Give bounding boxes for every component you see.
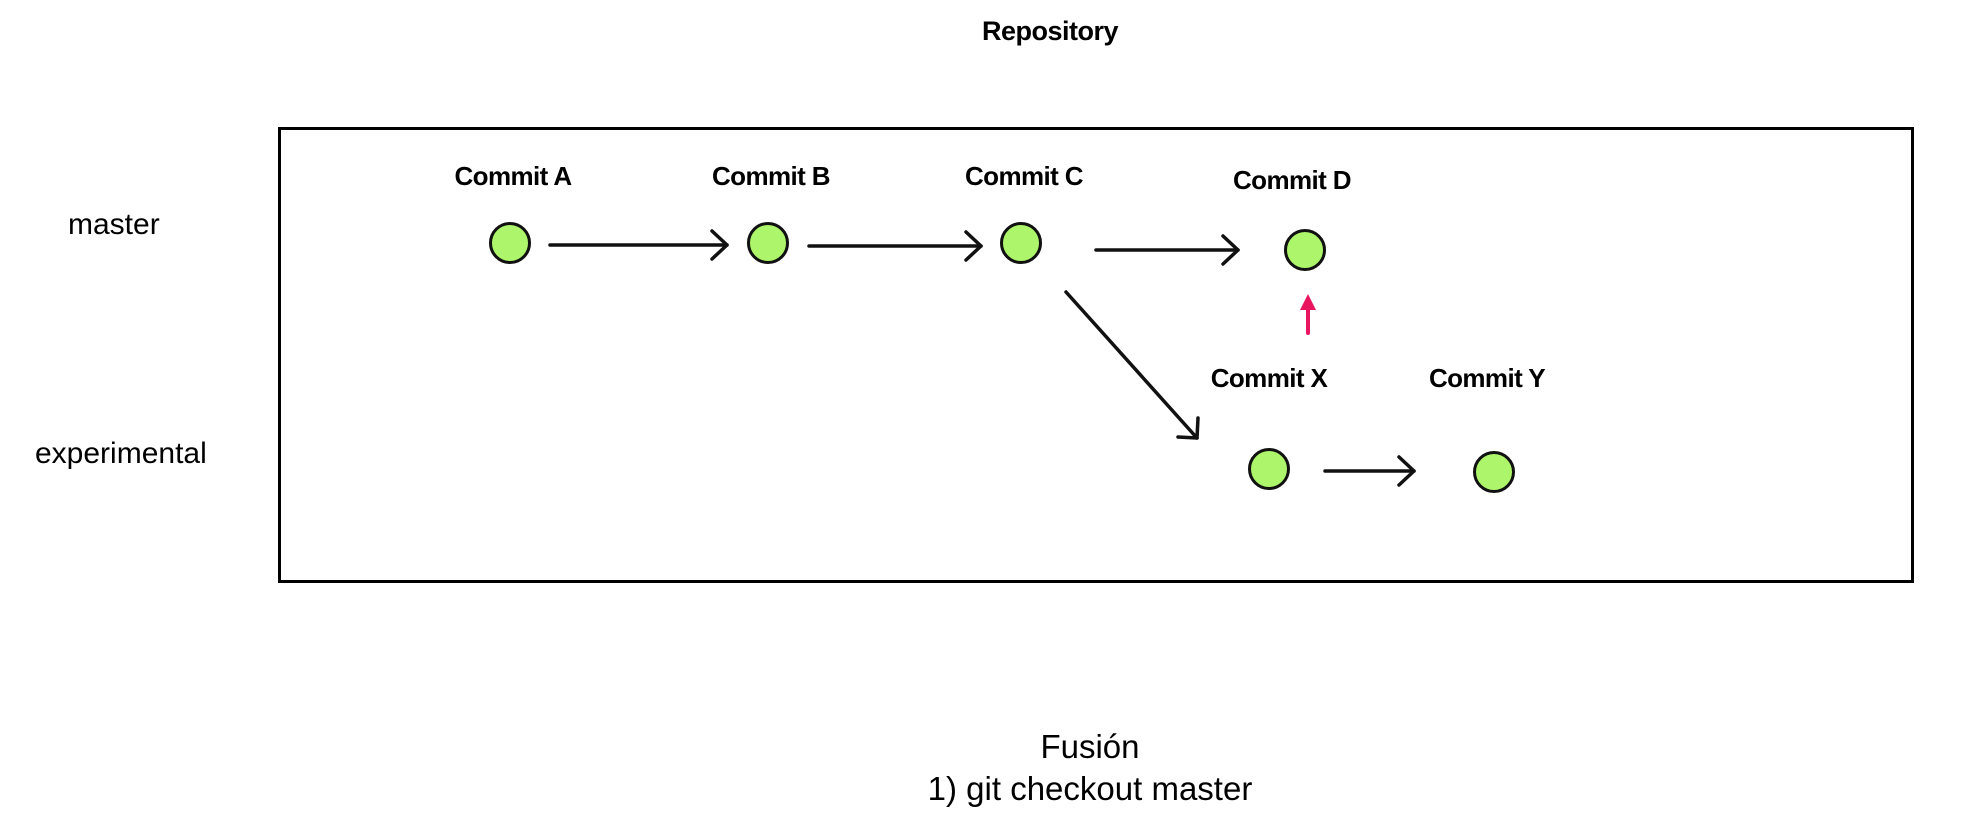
branch-label-experimental: experimental [35, 437, 207, 470]
commit-node-d [1284, 229, 1326, 271]
commit-node-y [1473, 451, 1515, 493]
branch-label-master: master [68, 208, 160, 241]
commit-node-a [489, 222, 531, 264]
commit-node-b [747, 222, 789, 264]
edge-b-to-c-head [964, 230, 983, 262]
commit-label-c: Commit C [965, 161, 1084, 191]
caption: Fusión 1) git checkout master [0, 726, 1978, 810]
commit-label-d: Commit D [1233, 165, 1352, 195]
head-pointer-arrow [1300, 294, 1316, 335]
edge-c-to-x-head [1176, 416, 1200, 440]
edge-c-to-x [1064, 290, 1199, 440]
caption-title: Fusión [1040, 728, 1140, 765]
edge-a-to-b-head [710, 229, 729, 261]
commit-label-y: Commit Y [1428, 363, 1546, 393]
commit-label-a: Commit A [454, 161, 572, 191]
commit-label-b: Commit B [712, 161, 831, 191]
edge-x-to-y-head [1397, 455, 1416, 487]
edge-c-to-d-head [1221, 234, 1240, 266]
commit-node-c [1000, 222, 1042, 264]
commit-node-x [1248, 448, 1290, 490]
commit-label-x: Commit X [1210, 363, 1328, 393]
diagram-title: Repository [981, 16, 1119, 46]
caption-step: 1) git checkout master [927, 770, 1253, 807]
repository-box [278, 127, 1914, 583]
